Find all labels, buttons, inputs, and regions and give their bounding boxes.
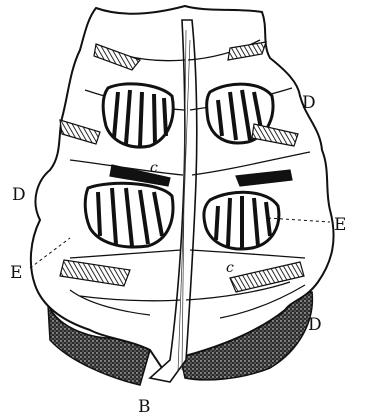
window-lower-right: [204, 192, 279, 249]
label-c-lower: c: [226, 260, 234, 276]
label-c-upper: c: [150, 160, 158, 176]
label-d-upper-right: D: [302, 93, 316, 113]
label-d-left: D: [12, 185, 26, 205]
label-e-left: E: [10, 263, 22, 283]
label-e-right: E: [334, 215, 346, 235]
label-b: B: [138, 397, 151, 417]
window-upper-left: [103, 84, 173, 147]
window-lower-left: [85, 183, 173, 247]
label-d-lower-right: D: [308, 315, 322, 335]
